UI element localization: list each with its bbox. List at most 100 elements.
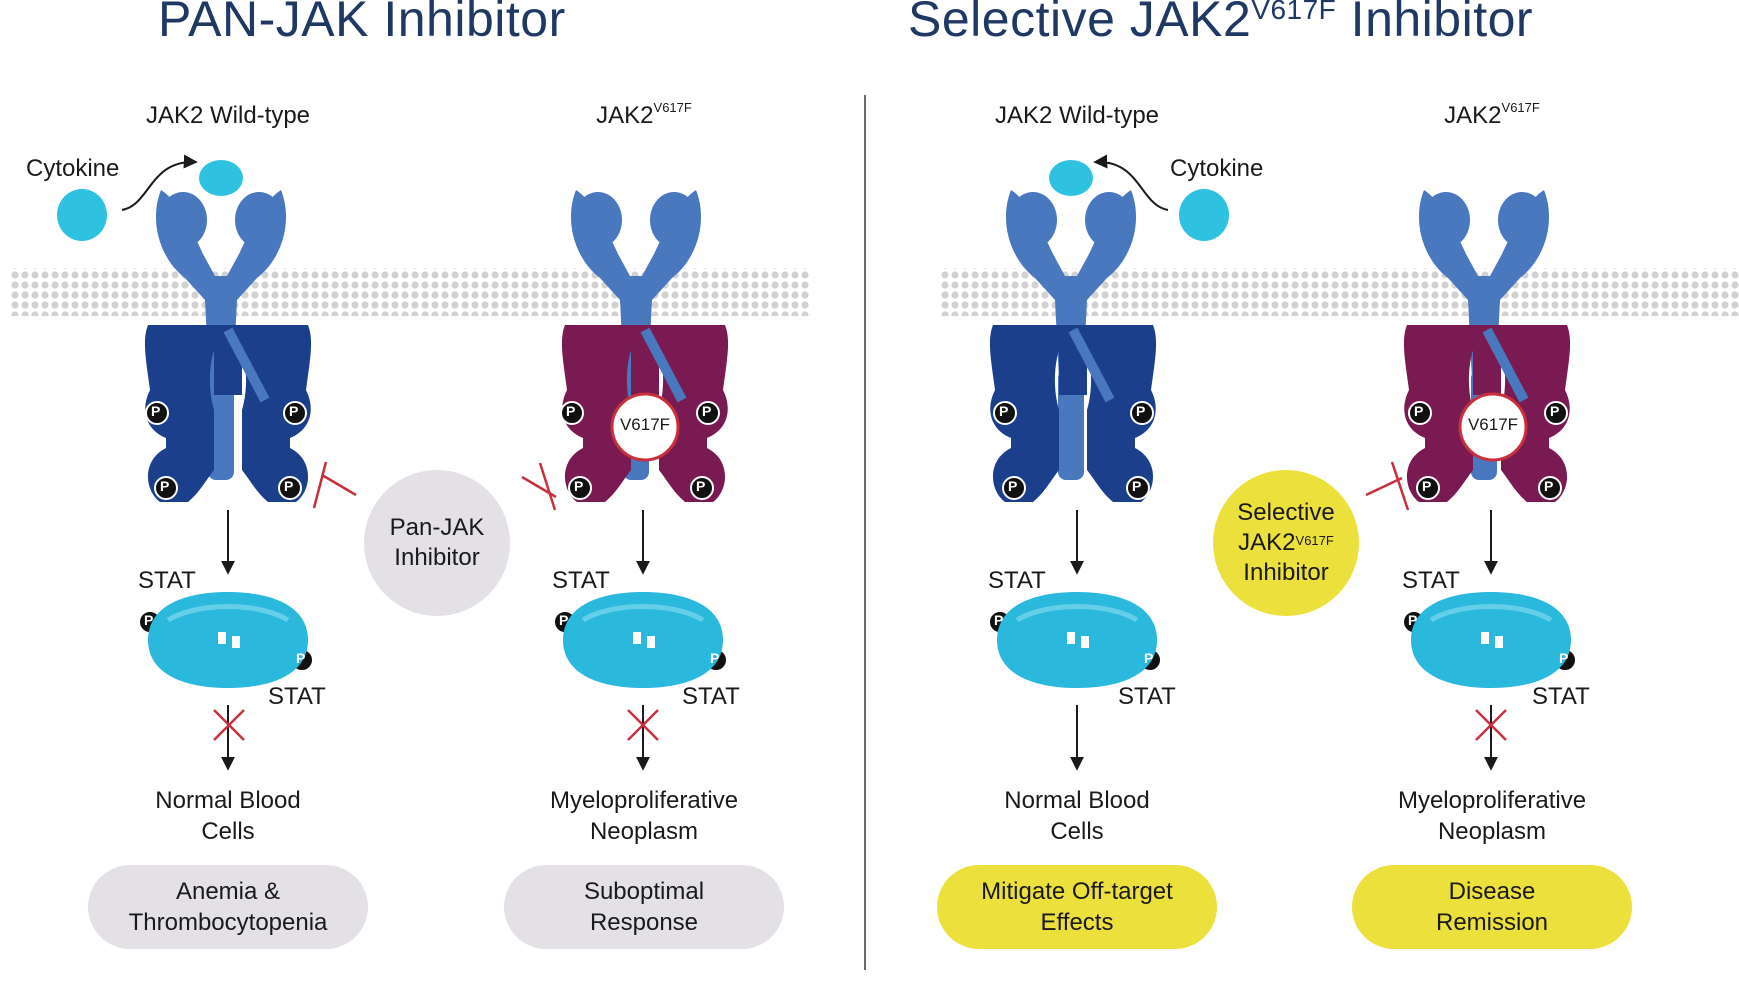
bound-cytokine-left xyxy=(199,160,243,196)
outcome-line2: Cells xyxy=(201,818,255,845)
phospho-p: P xyxy=(160,478,170,494)
inhibitor-line3: Inhibitor xyxy=(1243,559,1329,586)
outcome-line2: Neoplasm xyxy=(589,818,699,845)
outcome-line1: Normal Blood xyxy=(1004,787,1150,814)
phospho-p: P xyxy=(1559,650,1569,666)
phospho-markers xyxy=(138,401,1577,672)
v617f-marker-right xyxy=(1458,392,1528,462)
receptor-tail xyxy=(223,327,270,403)
stat-dimer xyxy=(1411,592,1571,688)
mutant-label-sup: V617F xyxy=(1501,100,1540,115)
inhibitor-line1: Pan-JAK xyxy=(389,514,485,541)
inhibition-marks xyxy=(312,461,1410,511)
mutant-label-left: JAK2V617F xyxy=(596,100,692,130)
mutant-label-base: JAK2 xyxy=(596,102,654,129)
inhibitor-line1: Selective xyxy=(1237,499,1335,526)
stat-dimer xyxy=(997,592,1157,688)
mutant-label-base: JAK2 xyxy=(1444,102,1502,129)
phospho-p: P xyxy=(284,478,294,494)
phospho-p: P xyxy=(289,403,299,419)
v617f-marker-left xyxy=(610,392,680,462)
mutant-label-right: JAK2V617F xyxy=(1444,100,1540,130)
inhibitor-line2: Inhibitor xyxy=(394,544,480,571)
stat-dimer xyxy=(148,592,308,688)
outcome-line2: Neoplasm xyxy=(1437,818,1547,845)
cell-membrane-left xyxy=(10,268,810,316)
phospho-p: P xyxy=(994,612,1004,628)
phospho-p: P xyxy=(1550,403,1560,419)
cytokine-binding-arrow-right xyxy=(1093,154,1169,211)
outcome-line1: Myeloproliferative xyxy=(549,787,739,814)
effect-line1: Mitigate Off-target xyxy=(981,878,1173,905)
effect-line2: Thrombocytopenia xyxy=(128,909,328,936)
effect-line1: Anemia & xyxy=(175,878,281,905)
effect-pill-mut-left: Suboptimal Response xyxy=(504,865,784,949)
free-cytokine-left xyxy=(57,189,107,241)
phospho-p: P xyxy=(1544,478,1554,494)
outcome-line2: Cells xyxy=(1050,818,1104,845)
panel-divider xyxy=(864,95,866,970)
selective-jak2-inhibitor: Selective JAK2V617F Inhibitor xyxy=(1213,470,1359,616)
right-title-base: Selective JAK2 xyxy=(908,0,1252,47)
cytokine-label-right: Cytokine xyxy=(1170,155,1264,182)
left-panel-title: PAN-JAK Inhibitor xyxy=(158,0,566,47)
activation-arrows xyxy=(221,510,1498,771)
stat-label: STAT xyxy=(138,567,196,594)
inhibitor-line2: JAK2V617F xyxy=(1238,528,1334,558)
phospho-p: P xyxy=(1414,403,1424,419)
stat-label: STAT xyxy=(988,567,1046,594)
bound-cytokine-right xyxy=(1049,160,1093,196)
effect-line2: Remission xyxy=(1435,909,1549,936)
stat-label: STAT xyxy=(268,683,326,710)
pan-jak-inhibitor: Pan-JAK Inhibitor xyxy=(364,470,510,616)
inhibitor-line2-base: JAK2 xyxy=(1238,529,1296,556)
blocked-pathway-marks xyxy=(213,709,1507,741)
v617f-text-left: V617F xyxy=(619,415,671,434)
cytokine-binding-arrow-left xyxy=(121,154,198,211)
right-title-end: Inhibitor xyxy=(1336,0,1534,47)
phospho-p: P xyxy=(999,403,1009,419)
outcome-mut-right: Myeloproliferative Neoplasm xyxy=(1398,785,1586,847)
effect-pill-wt-left: Anemia & Thrombocytopenia xyxy=(88,865,368,949)
receptor-tail xyxy=(640,327,687,403)
effect-pill-wt-right: Mitigate Off-target Effects xyxy=(937,865,1217,949)
stat-label: STAT xyxy=(552,567,610,594)
v617f-text-right: V617F xyxy=(1467,415,1519,434)
phospho-p: P xyxy=(559,612,569,628)
phospho-p: P xyxy=(144,612,154,628)
effect-line1: Disease xyxy=(1448,878,1536,905)
phospho-p: P xyxy=(696,478,706,494)
outcome-mut-left: Myeloproliferative Neoplasm xyxy=(550,785,738,847)
phospho-p: P xyxy=(1132,478,1142,494)
inhibitor-line2-sup: V617F xyxy=(1295,533,1334,548)
phospho-p: P xyxy=(574,478,584,494)
phospho-p: P xyxy=(1144,650,1154,666)
wildtype-label-left: JAK2 Wild-type xyxy=(145,102,311,129)
stat-label: STAT xyxy=(1402,567,1460,594)
cytokine-label-left: Cytokine xyxy=(26,155,120,182)
stat-label: STAT xyxy=(682,683,740,710)
phospho-p: P xyxy=(151,403,161,419)
effect-line2: Response xyxy=(589,909,699,936)
stat-dimer xyxy=(563,592,723,688)
phospho-p: P xyxy=(566,403,576,419)
phospho-p: P xyxy=(296,650,306,666)
phospho-p: P xyxy=(702,403,712,419)
receptor-tail xyxy=(1482,327,1529,403)
right-title-sup: V617F xyxy=(1251,0,1337,25)
receptor-tail xyxy=(1068,327,1115,403)
phospho-p: P xyxy=(1422,478,1432,494)
free-cytokine-right xyxy=(1179,189,1229,241)
effect-pill-mut-right: Disease Remission xyxy=(1352,865,1632,949)
stat-label: STAT xyxy=(1532,683,1590,710)
phospho-p: P xyxy=(1008,478,1018,494)
effect-line1: Suboptimal xyxy=(583,878,705,905)
outcome-wt-right: Normal Blood Cells xyxy=(1004,785,1149,847)
right-panel-title: Selective JAK2V617F Inhibitor xyxy=(908,0,1533,48)
phospho-p: P xyxy=(1408,612,1418,628)
phospho-p: P xyxy=(1136,403,1146,419)
mutant-label-sup: V617F xyxy=(653,100,692,115)
wildtype-label-right: JAK2 Wild-type xyxy=(994,102,1160,129)
outcome-wt-left: Normal Blood Cells xyxy=(155,785,300,847)
